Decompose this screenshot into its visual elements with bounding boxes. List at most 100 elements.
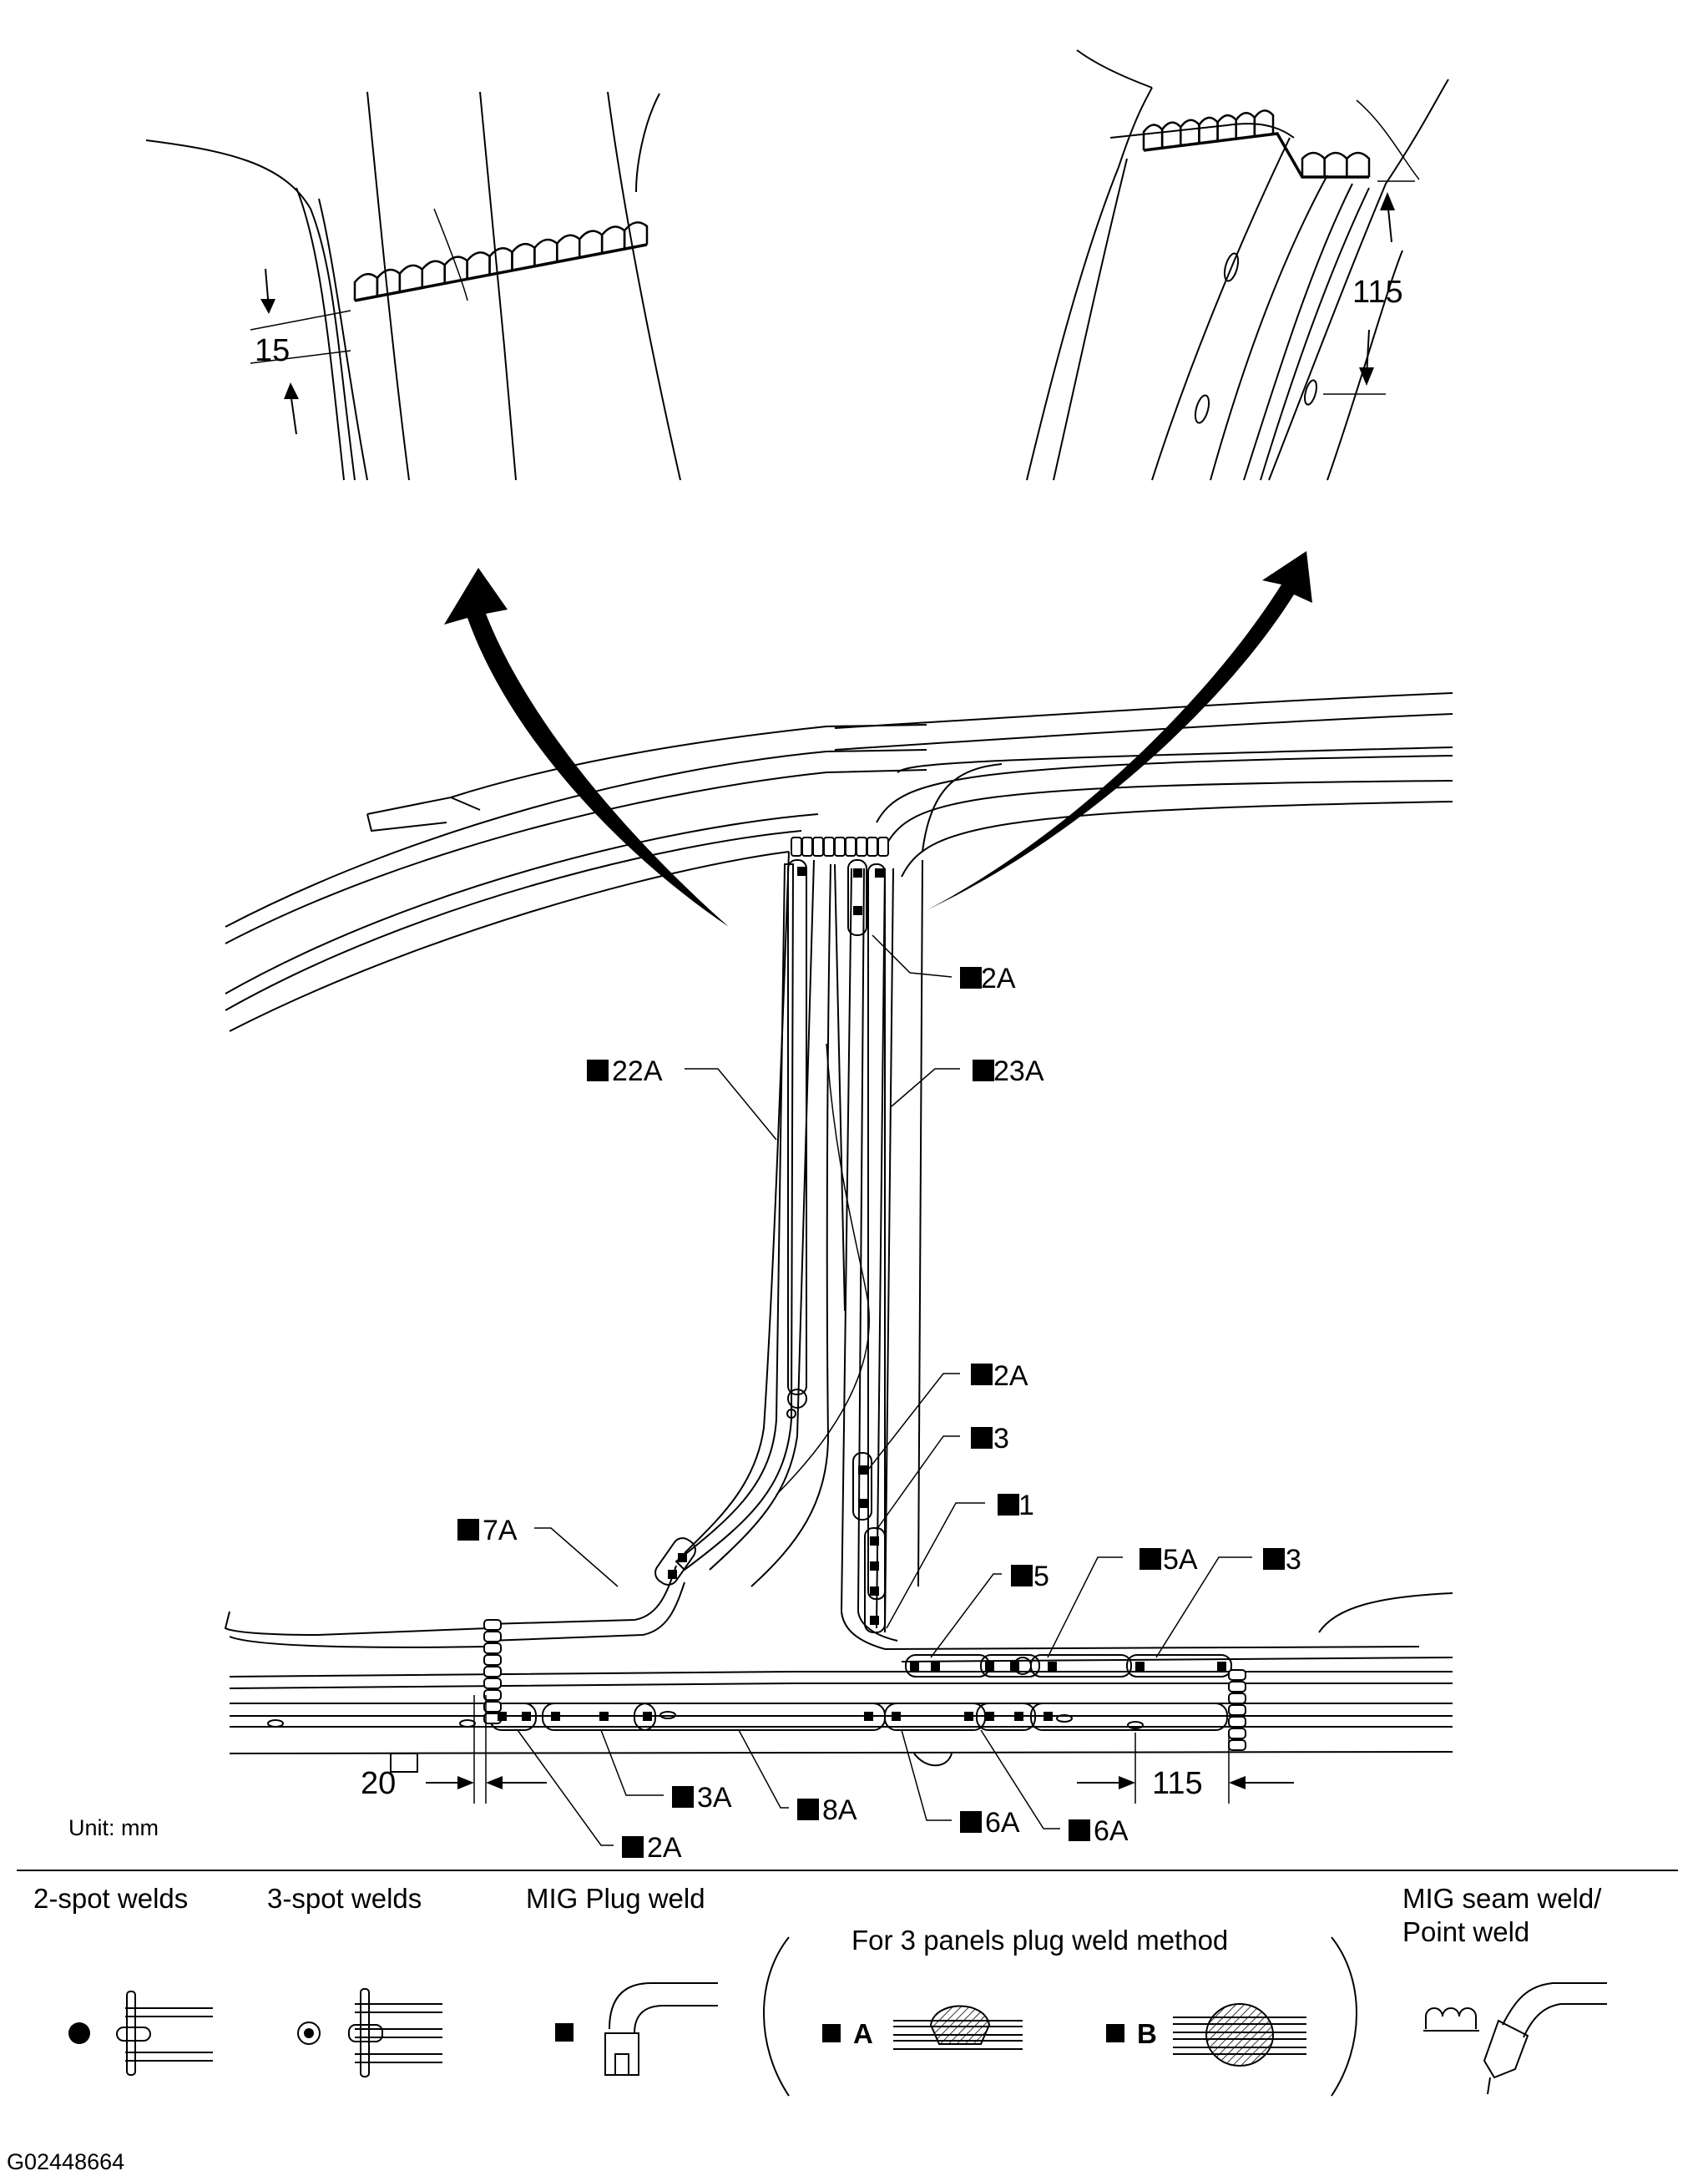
plug-weld-square <box>1135 1662 1145 1671</box>
seam-weld-segment <box>1228 1681 1246 1693</box>
callout-square-icon <box>797 1799 819 1820</box>
seam-weld-segment <box>483 1689 502 1701</box>
seam-weld-segment <box>1228 1669 1246 1681</box>
callout-square-icon <box>971 1364 993 1385</box>
dimension-left-20: 20 <box>361 1766 396 1801</box>
main-body-drawing <box>224 692 1453 1773</box>
method-b-label: B <box>1137 2018 1157 2049</box>
mig-seam-torch-icon <box>1483 1982 1607 2095</box>
legend-mig-seam-label-1: MIG seam weld/ <box>1402 1883 1602 1914</box>
legend-three-spot-label: 3-spot welds <box>267 1883 422 1914</box>
seam-weld-segment <box>1228 1693 1246 1704</box>
plug-square-icon <box>555 2023 574 2042</box>
plug-weld-square <box>498 1712 507 1721</box>
callout-square-icon <box>960 1811 982 1833</box>
label-mid-3: 3 <box>993 1423 1009 1455</box>
legend: 2-spot welds 3-spot welds MIG Plug weld <box>7 1883 1607 2174</box>
plug-weld-square <box>931 1662 940 1671</box>
plug-weld-square <box>985 1712 994 1721</box>
seam-weld-bead <box>1160 121 1182 149</box>
seam-weld-bead <box>1301 151 1326 177</box>
seam-weld-segment <box>1228 1739 1246 1751</box>
seam-weld-segment <box>845 837 857 857</box>
mig-plug-torch-icon <box>604 1982 718 2076</box>
method-b-weld-icon <box>1173 2003 1306 2067</box>
seam-weld-segment <box>483 1666 502 1677</box>
plug-weld-square <box>1217 1662 1226 1671</box>
legend-open-bracket <box>763 1936 790 2097</box>
plug-weld-square <box>870 1536 879 1546</box>
three-spot-weld-icon <box>348 1988 442 2077</box>
plug-weld-square <box>858 1499 867 1508</box>
plug-weld-square <box>1048 1662 1057 1671</box>
plug-weld-square <box>870 1561 879 1571</box>
callout-square-icon <box>622 1836 644 1858</box>
seam-weld-segment <box>1228 1716 1246 1728</box>
plug-weld-square <box>864 1712 873 1721</box>
detail-left: 15 <box>145 91 681 481</box>
seam-weld-segment <box>483 1701 502 1713</box>
seam-weld-bead <box>1235 112 1256 139</box>
two-spot-dot-icon <box>68 2022 90 2044</box>
label-bottom-2a: 2A <box>647 1832 682 1864</box>
seam-weld-segment <box>1228 1704 1246 1716</box>
method-a-label: A <box>853 2018 873 2049</box>
plug-weld-square <box>853 868 862 878</box>
seam-weld-segment <box>823 837 835 857</box>
seam-weld-bead <box>1180 119 1200 146</box>
plug-weld-square <box>853 906 862 915</box>
plug-weld-square <box>985 1662 994 1671</box>
method-a-weld-icon <box>893 2005 1023 2050</box>
callouts: 2A 22A 23A 2A 3 1 7A 5 5A 3 3A 8A 2A 6A … <box>457 934 1301 1864</box>
figure-id: G02448664 <box>7 2149 124 2174</box>
method-a-square-icon <box>822 2024 841 2042</box>
callout-square-icon <box>971 1427 993 1449</box>
callout-square-icon <box>1140 1548 1161 1570</box>
callout-square-icon <box>1263 1548 1285 1570</box>
callout-square-icon <box>973 1060 994 1081</box>
legend-three-panels-title: For 3 panels plug weld method <box>851 1925 1228 1956</box>
callout-square-icon <box>1069 1819 1090 1841</box>
label-sill-5a: 5A <box>1163 1544 1198 1576</box>
legend-mig-seam-label-2: Point weld <box>1402 1916 1529 1947</box>
plug-weld-square <box>551 1712 560 1721</box>
method-b-square-icon <box>1106 2024 1124 2042</box>
seam-weld-segment <box>483 1654 502 1666</box>
label-7a: 7A <box>483 1515 518 1546</box>
plug-weld-square <box>522 1712 531 1721</box>
left-curved-arrow <box>444 568 729 927</box>
label-3a: 3A <box>697 1782 732 1814</box>
label-sill-5: 5 <box>1033 1561 1049 1592</box>
callout-square-icon <box>1011 1565 1033 1586</box>
callout-square-icon <box>960 967 982 989</box>
seam-weld-bead <box>623 221 649 250</box>
seam-weld-segment <box>801 837 813 857</box>
callout-square-icon <box>587 1060 609 1081</box>
plug-weld-square <box>892 1712 901 1721</box>
detail-left-dimension: 15 <box>255 333 290 368</box>
label-top-2a: 2A <box>981 963 1016 994</box>
seam-weld-bead <box>1253 109 1275 136</box>
plug-weld-square <box>1014 1712 1023 1721</box>
plug-weld-square <box>599 1712 609 1721</box>
callout-square-icon <box>672 1786 694 1808</box>
plug-weld-square <box>797 867 806 876</box>
seam-weld-segment <box>483 1677 502 1689</box>
plug-weld-square <box>668 1570 677 1579</box>
label-8a: 8A <box>822 1794 857 1826</box>
plug-weld-square <box>1043 1712 1053 1721</box>
label-22a: 22A <box>612 1055 663 1087</box>
seam-weld-bead <box>1323 151 1348 177</box>
seam-weld-segment <box>483 1642 502 1654</box>
legend-mig-plug-label: MIG Plug weld <box>526 1883 705 1914</box>
seam-weld-segment <box>1228 1728 1246 1739</box>
bottom-dimensions: 20 115 <box>361 1695 1294 1804</box>
plug-weld-square <box>870 1586 879 1596</box>
label-mid-1: 1 <box>1018 1490 1034 1521</box>
right-curved-arrow <box>927 551 1312 910</box>
label-6a-right: 6A <box>1094 1815 1129 1847</box>
label-mid-2a: 2A <box>993 1360 1028 1392</box>
detail-right: 115 <box>1026 49 1449 481</box>
seam-weld-segment <box>483 1619 502 1631</box>
